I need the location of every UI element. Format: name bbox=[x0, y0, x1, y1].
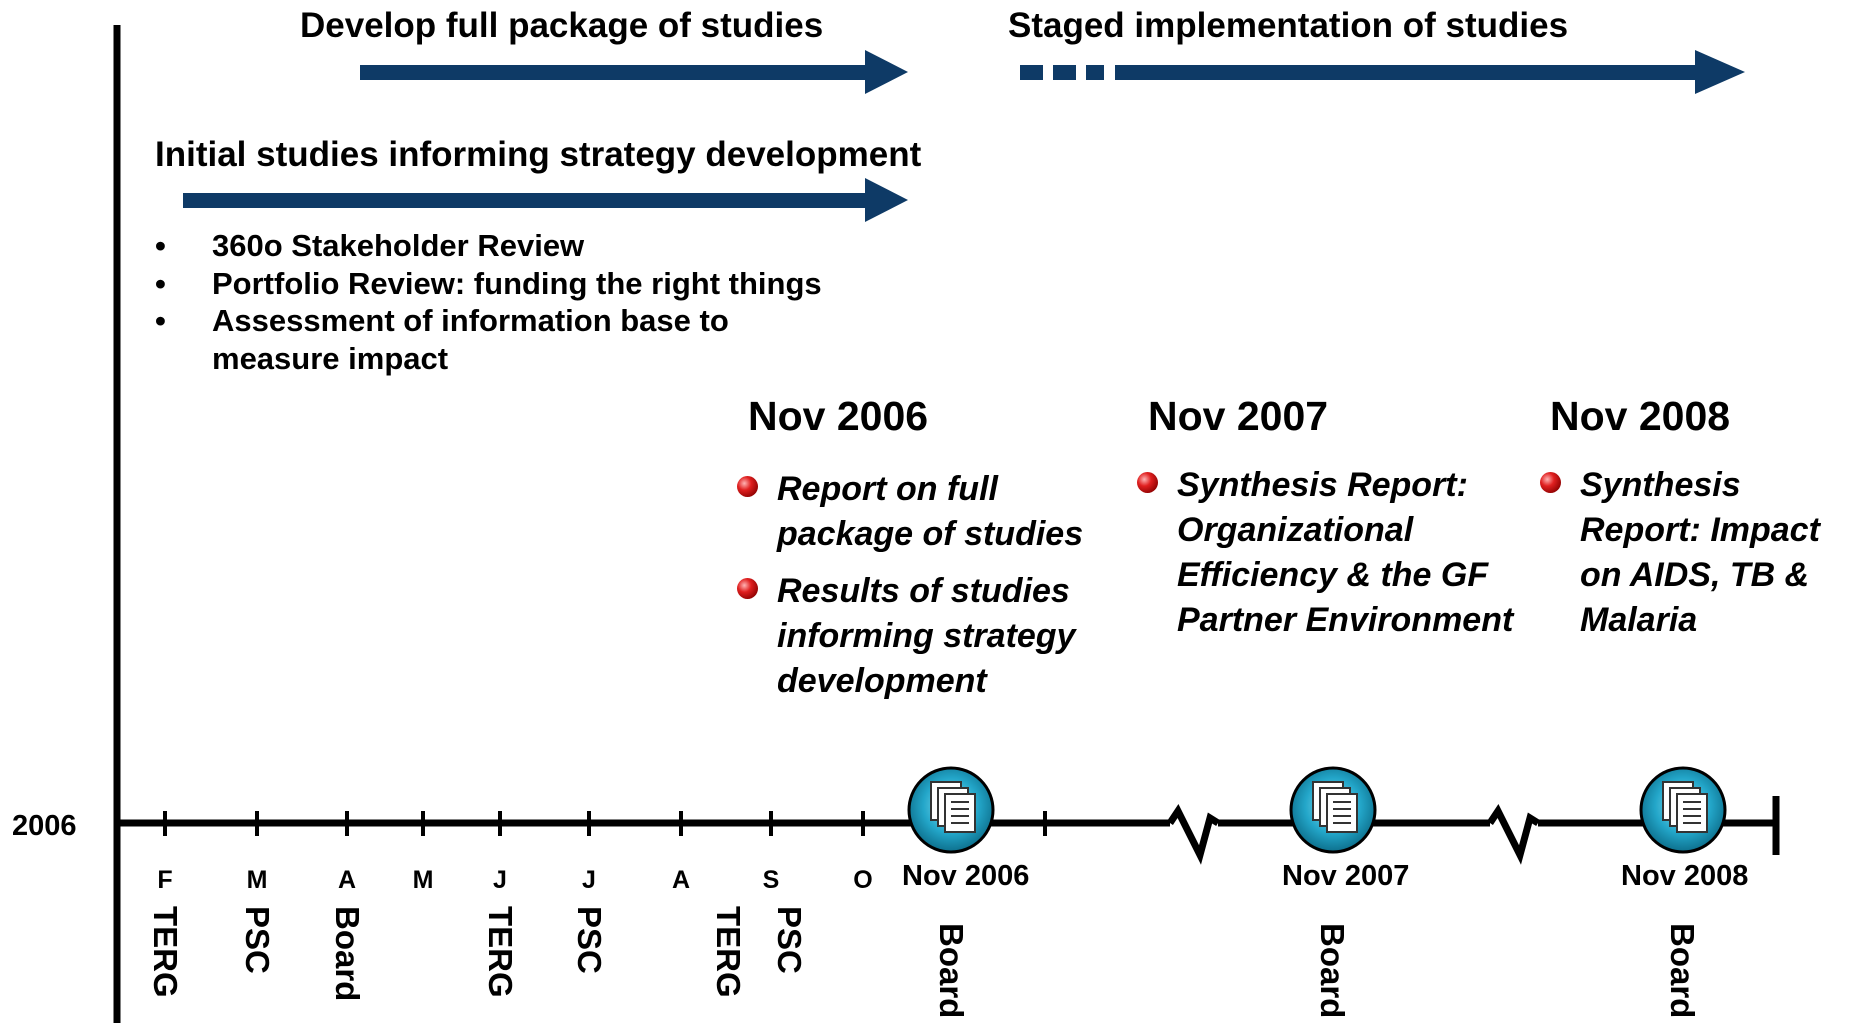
milestone-year-2006: Nov 2006 bbox=[748, 393, 929, 439]
meeting-label: PSC bbox=[771, 906, 808, 974]
axis-date-label: Nov 2007 bbox=[1282, 860, 1410, 892]
month-label: M bbox=[412, 866, 434, 894]
meeting-label: TERG bbox=[147, 906, 184, 998]
staged-arrow bbox=[1020, 50, 1745, 94]
deliverable-text: Synthesis Report: Organizational Efficie… bbox=[1177, 466, 1514, 639]
list-item: • 360o Stakeholder Review bbox=[155, 227, 915, 265]
axis-date-label: Nov 2008 bbox=[1621, 860, 1749, 892]
month-label: O bbox=[853, 866, 873, 894]
document-stack-icon bbox=[1289, 766, 1377, 854]
month-label: S bbox=[762, 866, 780, 894]
month-label: J bbox=[493, 866, 507, 894]
month-label: F bbox=[157, 866, 173, 894]
meeting-label: TERG bbox=[482, 906, 519, 998]
staged-heading: Staged implementation of studies bbox=[1008, 6, 1569, 45]
develop-arrow bbox=[360, 50, 908, 94]
meeting-label: Board bbox=[1664, 923, 1701, 1019]
axis-date-label: Nov 2006 bbox=[902, 860, 1030, 892]
meeting-label: Board bbox=[1314, 923, 1351, 1019]
month-label: A bbox=[337, 866, 357, 894]
meeting-label: TERG bbox=[710, 906, 747, 998]
meeting-label: Board bbox=[329, 906, 366, 1002]
month-label: J bbox=[582, 866, 596, 894]
develop-heading: Develop full package of studies bbox=[300, 6, 824, 45]
bullet-dot: • bbox=[155, 228, 166, 263]
deliverable-item: Report on full package of studies bbox=[737, 467, 1127, 557]
milestone-year-2007: Nov 2007 bbox=[1148, 393, 1329, 439]
list-item-text: 360o Stakeholder Review bbox=[212, 228, 585, 263]
month-label: M bbox=[246, 866, 268, 894]
red-ball-bullet-icon bbox=[1540, 472, 1561, 493]
timeline-start-year: 2006 bbox=[12, 810, 77, 842]
list-item-text: Portfolio Review: funding the right thin… bbox=[212, 265, 822, 301]
bullet-dot: • bbox=[155, 265, 166, 301]
meeting-label: Board bbox=[933, 923, 970, 1019]
bullet-dot: • bbox=[155, 303, 166, 338]
list-item: • Assessment of information base to meas… bbox=[155, 302, 812, 377]
document-stack-icon bbox=[907, 766, 995, 854]
document-stack-icon bbox=[1639, 766, 1727, 854]
initial-arrow bbox=[183, 178, 908, 222]
deliverable-text: Results of studies informing strategy de… bbox=[777, 572, 1076, 700]
milestone-deliverables-2006: Report on full package of studies Result… bbox=[737, 467, 1127, 716]
red-ball-bullet-icon bbox=[737, 476, 758, 497]
deliverable-text: Report on full package of studies bbox=[777, 470, 1084, 553]
deliverable-text: Synthesis Report: Impact on AIDS, TB & M… bbox=[1580, 466, 1820, 639]
red-ball-bullet-icon bbox=[737, 578, 758, 599]
deliverable-item: Synthesis Report: Impact on AIDS, TB & M… bbox=[1540, 463, 1853, 643]
milestone-deliverables-2007: Synthesis Report: Organizational Efficie… bbox=[1137, 463, 1527, 655]
initial-heading: Initial studies informing strategy devel… bbox=[155, 135, 922, 174]
milestone-deliverables-2008: Synthesis Report: Impact on AIDS, TB & M… bbox=[1540, 463, 1853, 655]
timeline-ticks bbox=[163, 811, 1047, 836]
month-label: A bbox=[671, 866, 691, 894]
deliverable-item: Synthesis Report: Organizational Efficie… bbox=[1137, 463, 1527, 643]
initial-studies-list: • 360o Stakeholder Review • Portfolio Re… bbox=[155, 227, 915, 377]
deliverable-item: Results of studies informing strategy de… bbox=[737, 569, 1127, 704]
red-ball-bullet-icon bbox=[1137, 472, 1158, 493]
list-item-text: Assessment of information base to measur… bbox=[212, 303, 729, 376]
milestone-year-2008: Nov 2008 bbox=[1550, 393, 1731, 439]
list-item: • Portfolio Review: funding the right th… bbox=[155, 265, 915, 303]
meeting-label: PSC bbox=[239, 906, 276, 974]
meeting-label: PSC bbox=[571, 906, 608, 974]
